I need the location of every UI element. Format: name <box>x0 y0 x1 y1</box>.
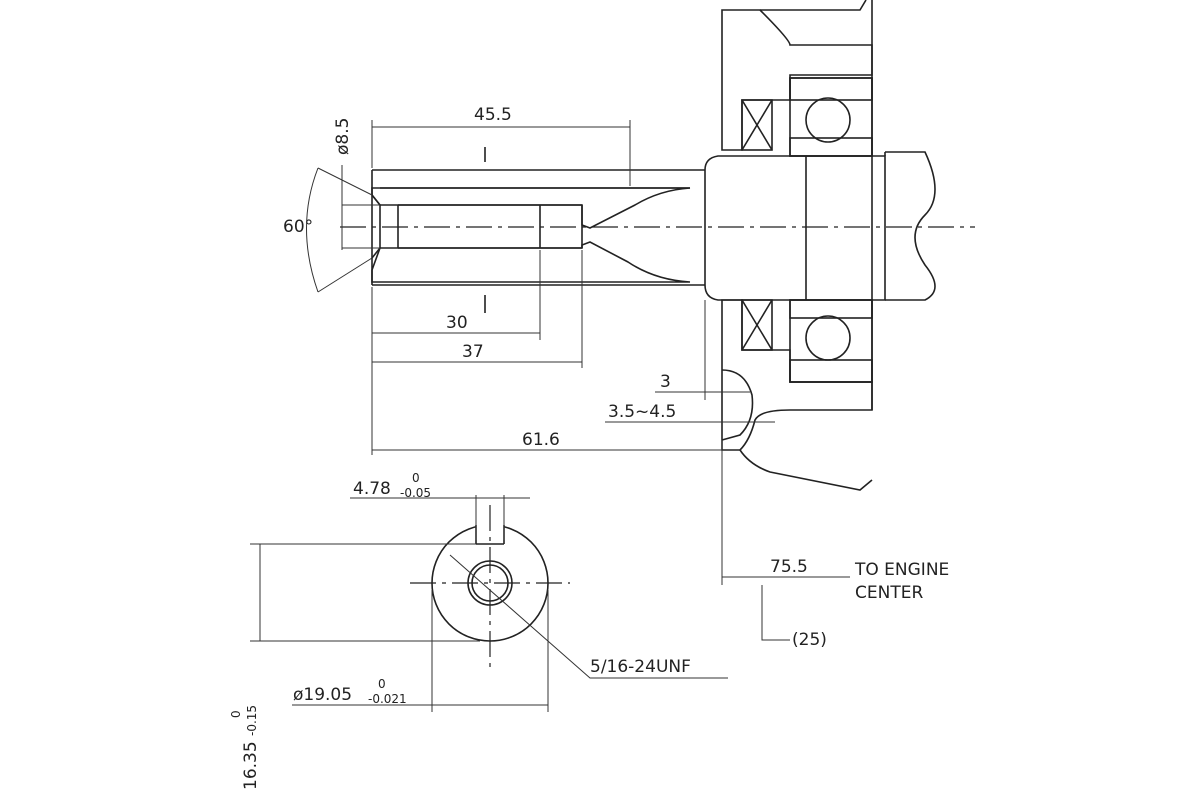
key-tol-upper: 0 <box>412 471 420 485</box>
height-tol-lower: -0.15 <box>245 705 259 736</box>
engine-label-2: CENTER <box>855 583 923 603</box>
side-view-dimensions: 45.5 ø8.5 60° 30 37 3 3.5~4.5 61.6 <box>283 105 949 650</box>
dim-thread: 5/16-24UNF <box>590 657 691 677</box>
engine-label-1: TO ENGINE <box>854 560 949 580</box>
shaft-tol-lower: -0.021 <box>368 692 407 706</box>
dim-37: 37 <box>462 342 484 362</box>
dim-key-height: 16.35 <box>241 741 261 790</box>
dim-3: 3 <box>660 372 671 392</box>
dim-75-5: 75.5 <box>770 557 808 577</box>
shaft-side-view <box>340 147 975 313</box>
dim-angle-60: 60° <box>283 217 313 237</box>
dim-30: 30 <box>446 313 468 333</box>
shaft-end-view: 4.78 0 -0.05 5/16-24UNF ø19.05 0 -0.021 … <box>229 471 728 790</box>
dim-gap: 3.5~4.5 <box>608 402 676 422</box>
dim-key-width: 4.78 <box>353 479 391 499</box>
bearing-housing <box>721 0 873 491</box>
height-tol-upper: 0 <box>229 710 243 718</box>
ref-25: (25) <box>792 630 827 650</box>
key-tol-lower: -0.05 <box>400 486 431 500</box>
dim-45-5: 45.5 <box>474 105 512 125</box>
dim-dia-8-5: ø8.5 <box>333 118 353 155</box>
shaft-wall-top <box>371 187 691 229</box>
dim-61-6: 61.6 <box>522 430 560 450</box>
shaft-tol-upper: 0 <box>378 677 386 691</box>
dim-shaft-dia: ø19.05 <box>293 685 352 705</box>
